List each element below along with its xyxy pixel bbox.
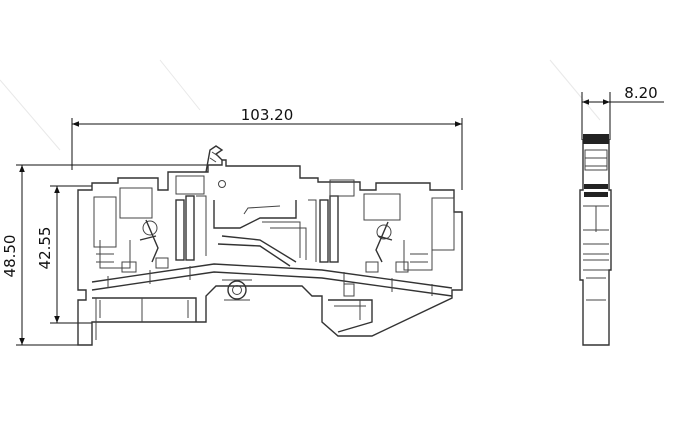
- side-width-dimension: 8.20: [581, 84, 664, 140]
- test-socket: [218, 180, 226, 188]
- front-view: [77, 145, 463, 346]
- width-dimension-label: 103.20: [241, 106, 294, 124]
- side-outline: [579, 139, 612, 346]
- din-foot-left: [92, 297, 197, 322]
- height-dimension-inner: 42.55: [36, 185, 92, 324]
- side-view: [579, 134, 612, 346]
- height-dimension-inner-label: 42.55: [36, 227, 54, 270]
- center-bolt: [227, 280, 247, 300]
- height-dimension-outer-label: 48.50: [1, 235, 19, 278]
- right-clamp-screw: [376, 224, 392, 240]
- height-dimension-outer: 48.50: [1, 164, 222, 346]
- front-outline: [77, 159, 463, 346]
- busbar: [91, 263, 453, 289]
- side-top-cap: [583, 134, 609, 144]
- watermark: [0, 59, 601, 151]
- width-dimension: 103.20: [71, 106, 463, 190]
- din-foot-right: [328, 299, 373, 333]
- side-width-dimension-label: 8.20: [624, 84, 657, 102]
- left-clamp-screw: [142, 220, 158, 236]
